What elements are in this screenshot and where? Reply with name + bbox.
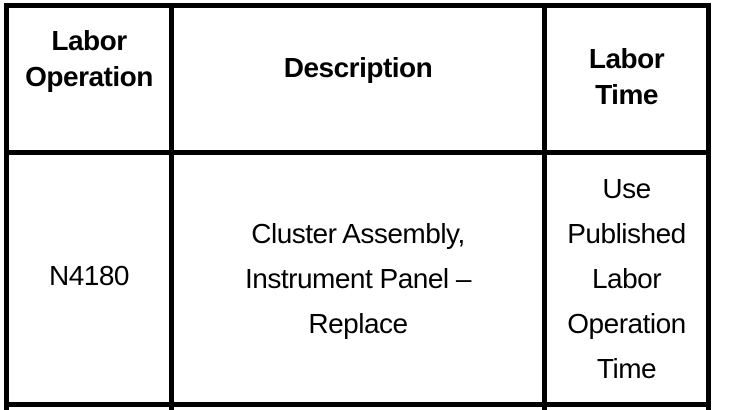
cell-labor-time: Use Published Labor Operation Time [542,150,711,407]
table-row: N4180 Cluster Assembly, Instrument Panel… [4,150,711,407]
cell-cutoff-2 [169,402,547,410]
labor-operation-table: Labor Operation Description Labor Time N… [4,3,711,410]
header-cell-description: Description [169,3,547,155]
cell-cutoff-1 [4,402,174,410]
header-cell-labor-operation: Labor Operation [4,3,174,155]
cell-labor-operation-code: N4180 [4,150,174,407]
table-header-row: Labor Operation Description Labor Time [4,3,711,155]
cell-cutoff-3 [542,402,711,410]
cell-description: Cluster Assembly, Instrument Panel – Rep… [169,150,547,407]
header-cell-labor-time: Labor Time [542,3,711,155]
table-row-cutoff [4,402,711,410]
